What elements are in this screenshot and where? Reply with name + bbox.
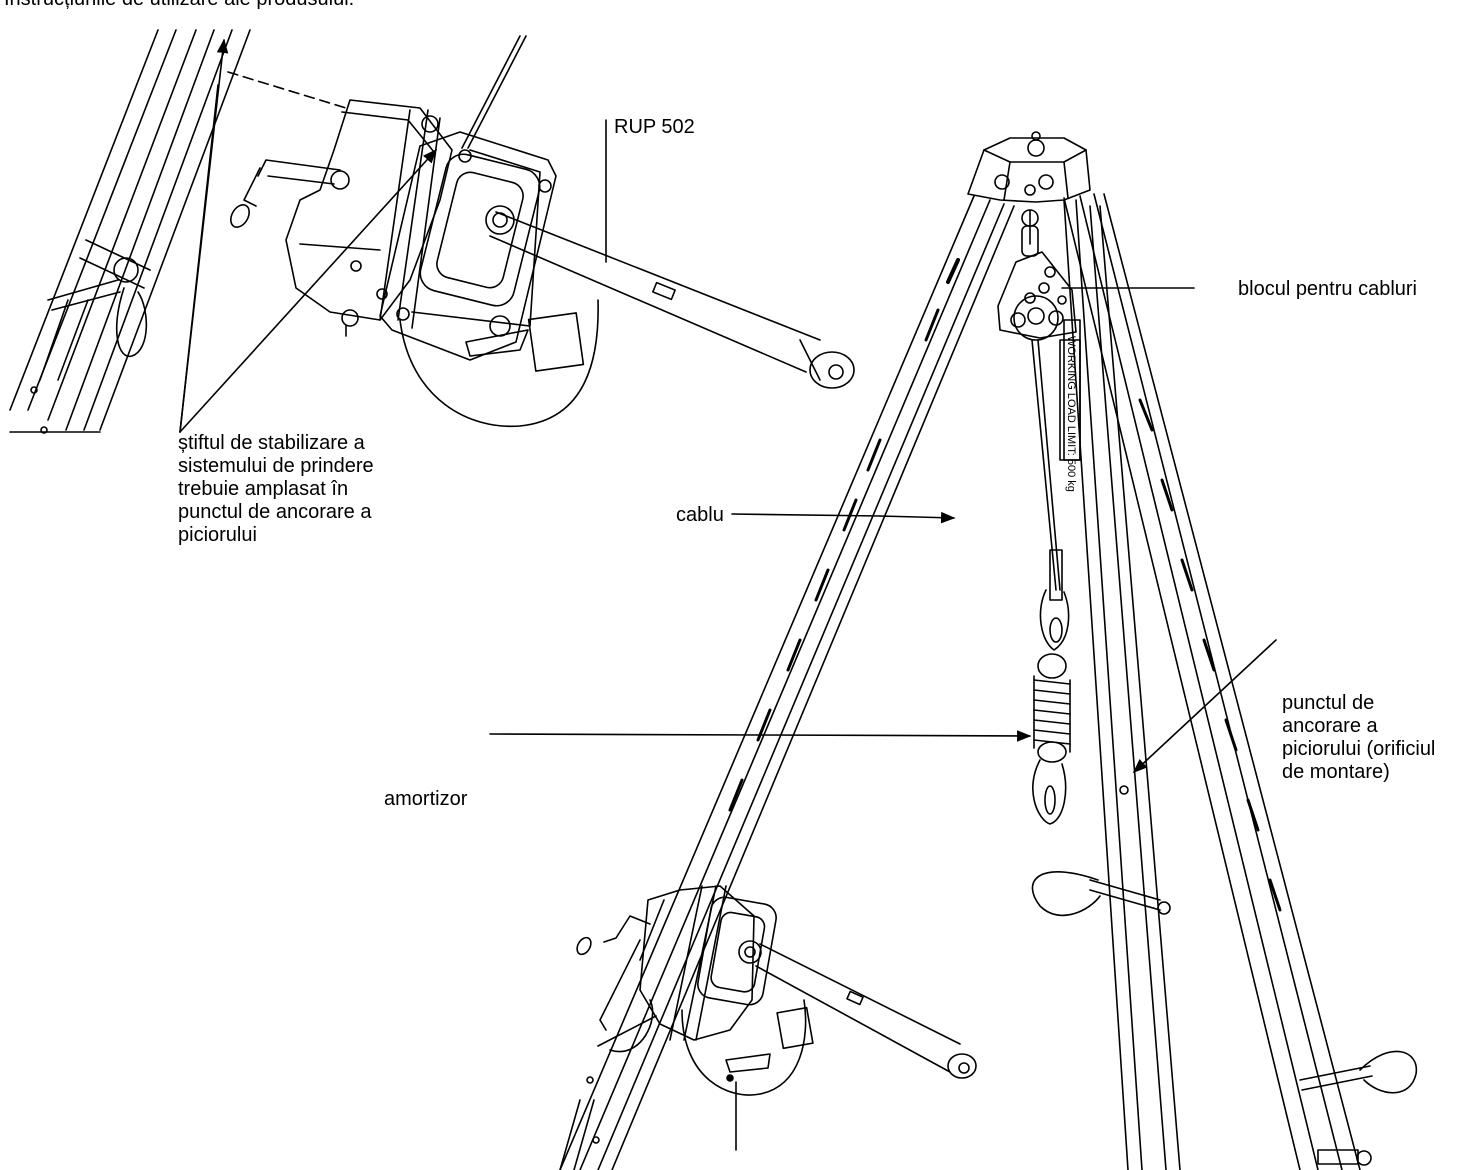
- detail-winch: [230, 35, 855, 428]
- label-anchor-line4: de montare): [1282, 761, 1390, 783]
- label-pin-line2: sistemului de prindere: [178, 455, 374, 477]
- label-pin-line3: trebuie amplasat în: [178, 478, 349, 500]
- label-rup-502: RUP 502: [614, 116, 695, 138]
- label-anchor-line1: punctul de: [1282, 692, 1375, 714]
- label-anchor-line2: ancorare a: [1282, 715, 1378, 737]
- leg-marking: WORKING LOAD LIMIT: 500 kg: [1065, 336, 1077, 492]
- label-pulley-block: blocul pentru cabluri: [1238, 278, 1417, 300]
- tripod: WORKING LOAD LIMIT: 500 kg: [559, 131, 1418, 1170]
- label-pin-line5: piciorului: [178, 524, 257, 546]
- leader-lines: [179, 38, 1277, 1151]
- top-note: Instrucțiunile de utilizare ale produsul…: [4, 0, 354, 11]
- label-anchor-line3: piciorului (orificiul: [1282, 738, 1436, 760]
- detail-leg: [9, 29, 251, 434]
- label-cable: cablu: [676, 504, 724, 526]
- label-absorber: amortizor: [384, 788, 468, 810]
- mounted-winch: [576, 885, 977, 1096]
- label-pin-line1: știftul de stabilizare a: [178, 432, 365, 454]
- label-pin-line4: punctul de ancorare a: [178, 501, 372, 523]
